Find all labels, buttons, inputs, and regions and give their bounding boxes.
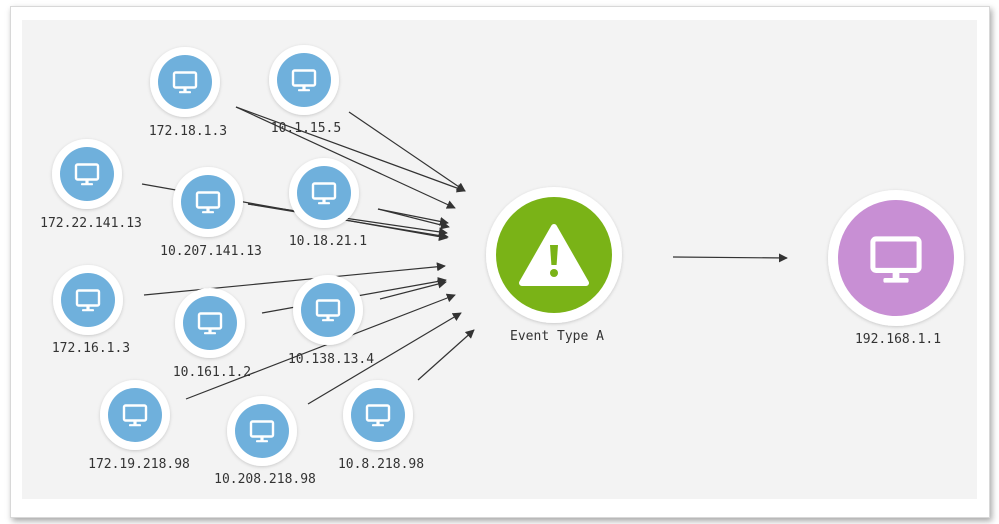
source-node-src-2[interactable]: 10.1.15.5 xyxy=(269,45,341,136)
warning-icon xyxy=(519,224,589,286)
source-node-label: 10.161.1.2 xyxy=(173,365,251,380)
node-fill xyxy=(108,388,162,442)
event-node[interactable]: Event Type A xyxy=(486,187,622,344)
edge-src-2-to-event xyxy=(348,111,466,192)
monitor-icon xyxy=(172,71,198,94)
source-node-src-6[interactable]: 172.16.1.3 xyxy=(52,265,130,356)
node-fill xyxy=(351,388,405,442)
source-node-label: 10.1.15.5 xyxy=(271,121,341,136)
source-node-label: 10.8.218.98 xyxy=(338,457,424,472)
edge-src-11-to-event xyxy=(417,329,475,381)
node-fill xyxy=(181,175,235,229)
node-fill xyxy=(60,147,114,201)
edge-src-5-to-event xyxy=(377,208,450,230)
monitor-icon xyxy=(870,236,922,283)
source-node-src-11[interactable]: 10.8.218.98 xyxy=(338,380,424,472)
node-fill xyxy=(235,404,289,458)
source-node-src-4[interactable]: 10.207.141.13 xyxy=(160,167,262,259)
monitor-icon xyxy=(197,312,223,335)
source-node-label: 10.18.21.1 xyxy=(289,234,367,249)
source-node-src-3[interactable]: 172.22.141.13 xyxy=(40,139,142,231)
edge-src-9-to-event xyxy=(185,293,456,400)
source-node-src-5[interactable]: 10.18.21.1 xyxy=(289,158,367,249)
source-node-label: 172.19.218.98 xyxy=(88,457,190,472)
source-node-label: 172.16.1.3 xyxy=(52,341,130,356)
source-node-src-1[interactable]: 172.18.1.3 xyxy=(149,47,227,139)
source-node-label: 172.22.141.13 xyxy=(40,216,142,231)
event-node-label: Event Type A xyxy=(510,329,604,344)
node-fill xyxy=(158,55,212,109)
monitor-icon xyxy=(291,69,317,92)
monitor-icon xyxy=(315,299,341,322)
nodes-layer: 172.18.1.3 10.1.15.5 172.22.141.13 10.207.1… xyxy=(40,45,964,487)
source-node-label: 172.18.1.3 xyxy=(149,124,227,139)
edge-extra-1 xyxy=(235,106,456,209)
target-node-label: 192.168.1.1 xyxy=(855,332,941,347)
source-node-label: 10.207.141.13 xyxy=(160,244,262,259)
source-node-src-10[interactable]: 10.208.218.98 xyxy=(214,396,316,487)
source-node-src-7[interactable]: 10.161.1.2 xyxy=(173,288,251,380)
edge-src-1-to-event xyxy=(235,106,466,193)
edge-extra-3 xyxy=(377,208,449,226)
node-fill xyxy=(297,166,351,220)
edge-event-to-target xyxy=(672,253,788,263)
monitor-icon xyxy=(195,191,221,214)
monitor-icon xyxy=(365,404,391,427)
edge-src-10-to-event xyxy=(307,312,462,405)
monitor-icon xyxy=(75,289,101,312)
node-fill xyxy=(61,273,115,327)
edge-src-8-to-event xyxy=(379,279,447,300)
monitor-icon xyxy=(249,420,275,443)
source-node-label: 10.138.13.4 xyxy=(288,352,374,367)
edge-extra-2 xyxy=(247,203,449,241)
monitor-icon xyxy=(74,163,100,186)
node-fill xyxy=(277,53,331,107)
source-node-src-8[interactable]: 10.138.13.4 xyxy=(288,275,374,367)
source-node-src-9[interactable]: 172.19.218.98 xyxy=(88,380,190,472)
monitor-icon xyxy=(311,182,337,205)
source-node-label: 10.208.218.98 xyxy=(214,472,316,487)
monitor-icon xyxy=(122,404,148,427)
target-node[interactable]: 192.168.1.1 xyxy=(828,190,964,347)
edge-src-6-to-event xyxy=(143,262,446,296)
node-fill xyxy=(301,283,355,337)
node-fill xyxy=(838,200,954,316)
node-fill xyxy=(183,296,237,350)
